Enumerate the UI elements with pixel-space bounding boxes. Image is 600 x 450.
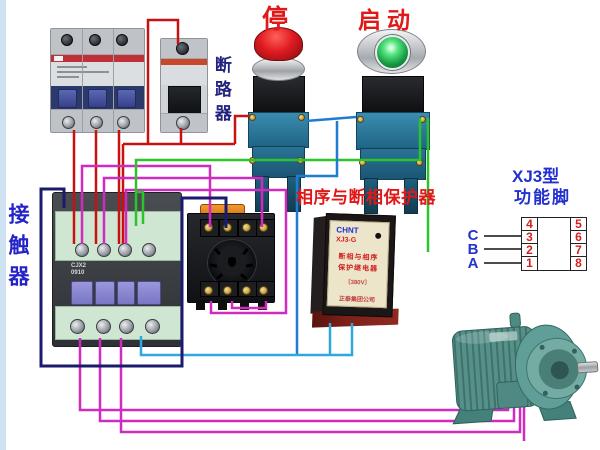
protector-model: XJ3-G [335, 236, 357, 245]
terminal-screw [204, 223, 213, 232]
breaker-toggle-window[interactable] [168, 86, 201, 114]
terminal-screw [117, 116, 130, 129]
pin-slot [215, 273, 224, 280]
protector-text-line: 〔380V〕 [344, 279, 371, 287]
terminal-screw [116, 34, 128, 46]
protector-sticker: CHNT XJ3-G 断相与相序 保护继电器 〔380V〕 正泰集团公司 [326, 220, 390, 309]
xj3-title: XJ3型 [512, 167, 560, 186]
phase-protector: CHNT XJ3-G 断相与相序 保护继电器 〔380V〕 正泰集团公司 [310, 213, 399, 328]
xj3-contact-box [536, 217, 572, 271]
stop-label: 停 [262, 4, 289, 34]
breaker-toggle[interactable] [117, 89, 136, 108]
socket-leg [196, 300, 205, 310]
three-pole-breaker [50, 28, 145, 133]
terminal-screw [176, 42, 189, 55]
socket-leg [240, 300, 249, 310]
phase-label-c: C [467, 227, 479, 244]
stop-button-ring [252, 57, 305, 81]
relay-socket [187, 213, 275, 303]
terminal-screw [176, 116, 190, 130]
phase-label-b: B [467, 241, 479, 258]
terminal-screw [297, 157, 304, 164]
terminal-screw [259, 286, 268, 295]
socket-pin-face [207, 239, 257, 287]
terminal-screw [97, 243, 111, 257]
socket-leg [218, 300, 227, 310]
terminal-screw [223, 286, 232, 295]
terminal-screw [249, 157, 256, 164]
mcb-brand-stripe [51, 55, 144, 62]
pole-divider [113, 29, 114, 132]
terminal-screw [96, 319, 111, 334]
terminal-screw [70, 319, 85, 334]
terminal-screw [204, 286, 213, 295]
start-button-cap[interactable] [375, 35, 410, 70]
protector-text-line: 正泰集团公司 [338, 296, 376, 304]
contact-window [71, 281, 93, 305]
pin-slot [239, 273, 248, 280]
socket-key-hole [228, 257, 236, 267]
terminal-screw [90, 116, 103, 129]
terminal-screw [416, 159, 423, 166]
contactor: CJX2 0910 [52, 192, 182, 347]
terminal-screw [223, 223, 232, 232]
pin-8: 8 [570, 256, 587, 271]
contactor-label: 接触器 [6, 203, 30, 296]
terminal-screw [242, 223, 251, 232]
start-label: 启动 [358, 7, 416, 33]
terminal-screw [75, 243, 89, 257]
phase-label-a: A [467, 255, 479, 272]
protector-text-line: 保护继电器 [337, 264, 379, 273]
contact-window [95, 281, 115, 305]
pole-divider [82, 29, 83, 132]
mcb-toggle-band [51, 86, 144, 109]
terminal-screw [359, 159, 366, 166]
terminal-screw [142, 243, 156, 257]
stop-button-foot [255, 176, 269, 212]
terminal-screw [242, 286, 251, 295]
pin-slot [214, 247, 221, 256]
terminal-screw [62, 116, 75, 129]
protector-text-line: 断相与相序 [338, 253, 379, 262]
terminal-screw [145, 319, 160, 334]
wire-blue [305, 115, 357, 123]
pin-slot [242, 247, 249, 256]
pin-slot [245, 263, 254, 268]
stop-button-body [253, 76, 305, 114]
terminal-screw [119, 319, 134, 334]
breaker-label: 断路器 [211, 56, 231, 128]
stop-button-cap[interactable] [254, 27, 303, 61]
contactor-model: CJX2 0910 [71, 263, 87, 277]
breaker-toggle[interactable] [58, 89, 77, 108]
terminal-screw [89, 34, 101, 46]
socket-leg [258, 300, 267, 310]
mcb-print [57, 71, 109, 73]
pin-1: 1 [521, 256, 538, 271]
breaker-toggle[interactable] [88, 89, 107, 108]
single-pole-breaker [160, 38, 208, 133]
terminal-screw [357, 116, 364, 123]
terminal-screw [118, 243, 132, 257]
photo-edge-strip [0, 0, 6, 450]
protector-brand: CHNT [336, 225, 359, 236]
terminal-screw [298, 114, 305, 121]
protector-label: 相序与断相保护器 [296, 188, 436, 207]
terminal-screw [259, 223, 268, 232]
motor [451, 312, 599, 425]
pin-6: 6 [570, 230, 587, 245]
xj3-pin-diagram: XJ3型 功能脚 C B A 4 3 2 1 5 6 7 8 [460, 168, 600, 286]
contact-window [117, 281, 135, 305]
mcb-print [57, 76, 79, 78]
terminal-screw [419, 116, 426, 123]
pin-slot [209, 263, 218, 268]
start-button-body [362, 76, 424, 114]
breaker-brand-stripe [161, 59, 207, 65]
mcb-print [57, 66, 87, 68]
terminal-screw [249, 114, 256, 121]
contact-window [137, 281, 161, 305]
terminal-screw [61, 34, 73, 46]
breaker-rating-panel [161, 65, 207, 85]
mcb-brand-chip [54, 56, 63, 61]
xj3-subtitle: 功能脚 [514, 188, 571, 207]
